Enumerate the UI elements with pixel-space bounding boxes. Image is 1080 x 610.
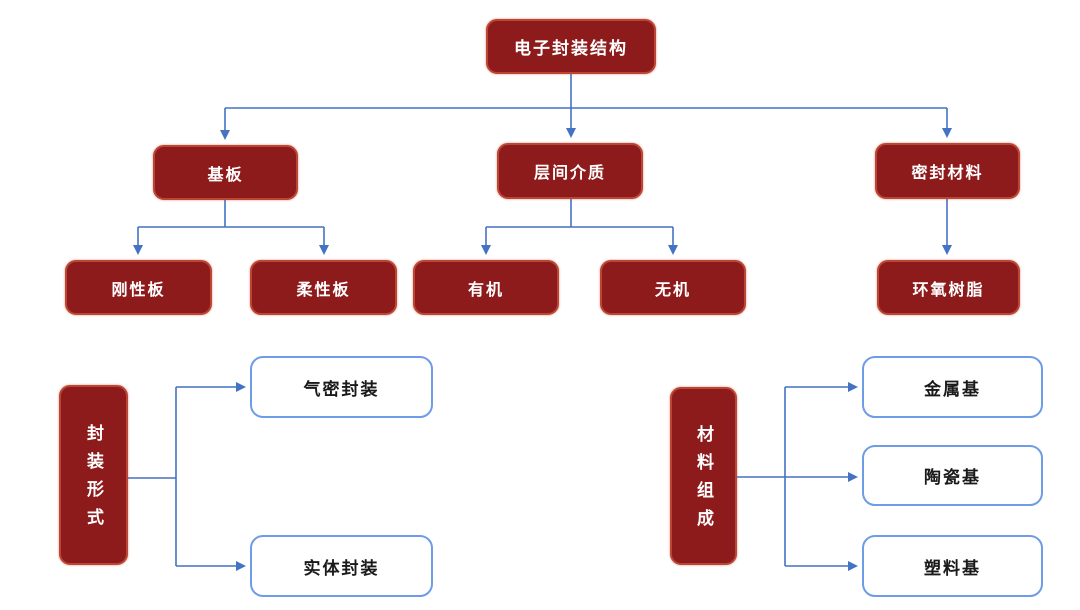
node-material-composition: 材料组成 (670, 387, 737, 565)
node-plastic-base: 塑料基 (862, 535, 1043, 597)
node-rigid-board: 刚性板 (65, 260, 212, 315)
node-sealing-material: 密封材料 (875, 143, 1020, 199)
node-flexible-board: 柔性板 (250, 260, 397, 315)
node-packaging-form: 封装形式 (59, 385, 128, 565)
node-organic: 有机 (413, 260, 559, 315)
node-interlayer-dielectric: 层间介质 (497, 143, 643, 199)
node-substrate: 基板 (153, 145, 298, 200)
node-ceramic-base: 陶瓷基 (862, 445, 1043, 506)
node-epoxy-resin: 环氧树脂 (877, 260, 1020, 315)
node-root: 电子封装结构 (486, 19, 656, 74)
node-solid-packaging: 实体封装 (250, 535, 433, 597)
node-metal-base: 金属基 (862, 356, 1043, 418)
node-hermetic-packaging: 气密封装 (250, 356, 433, 418)
node-inorganic: 无机 (600, 260, 746, 315)
